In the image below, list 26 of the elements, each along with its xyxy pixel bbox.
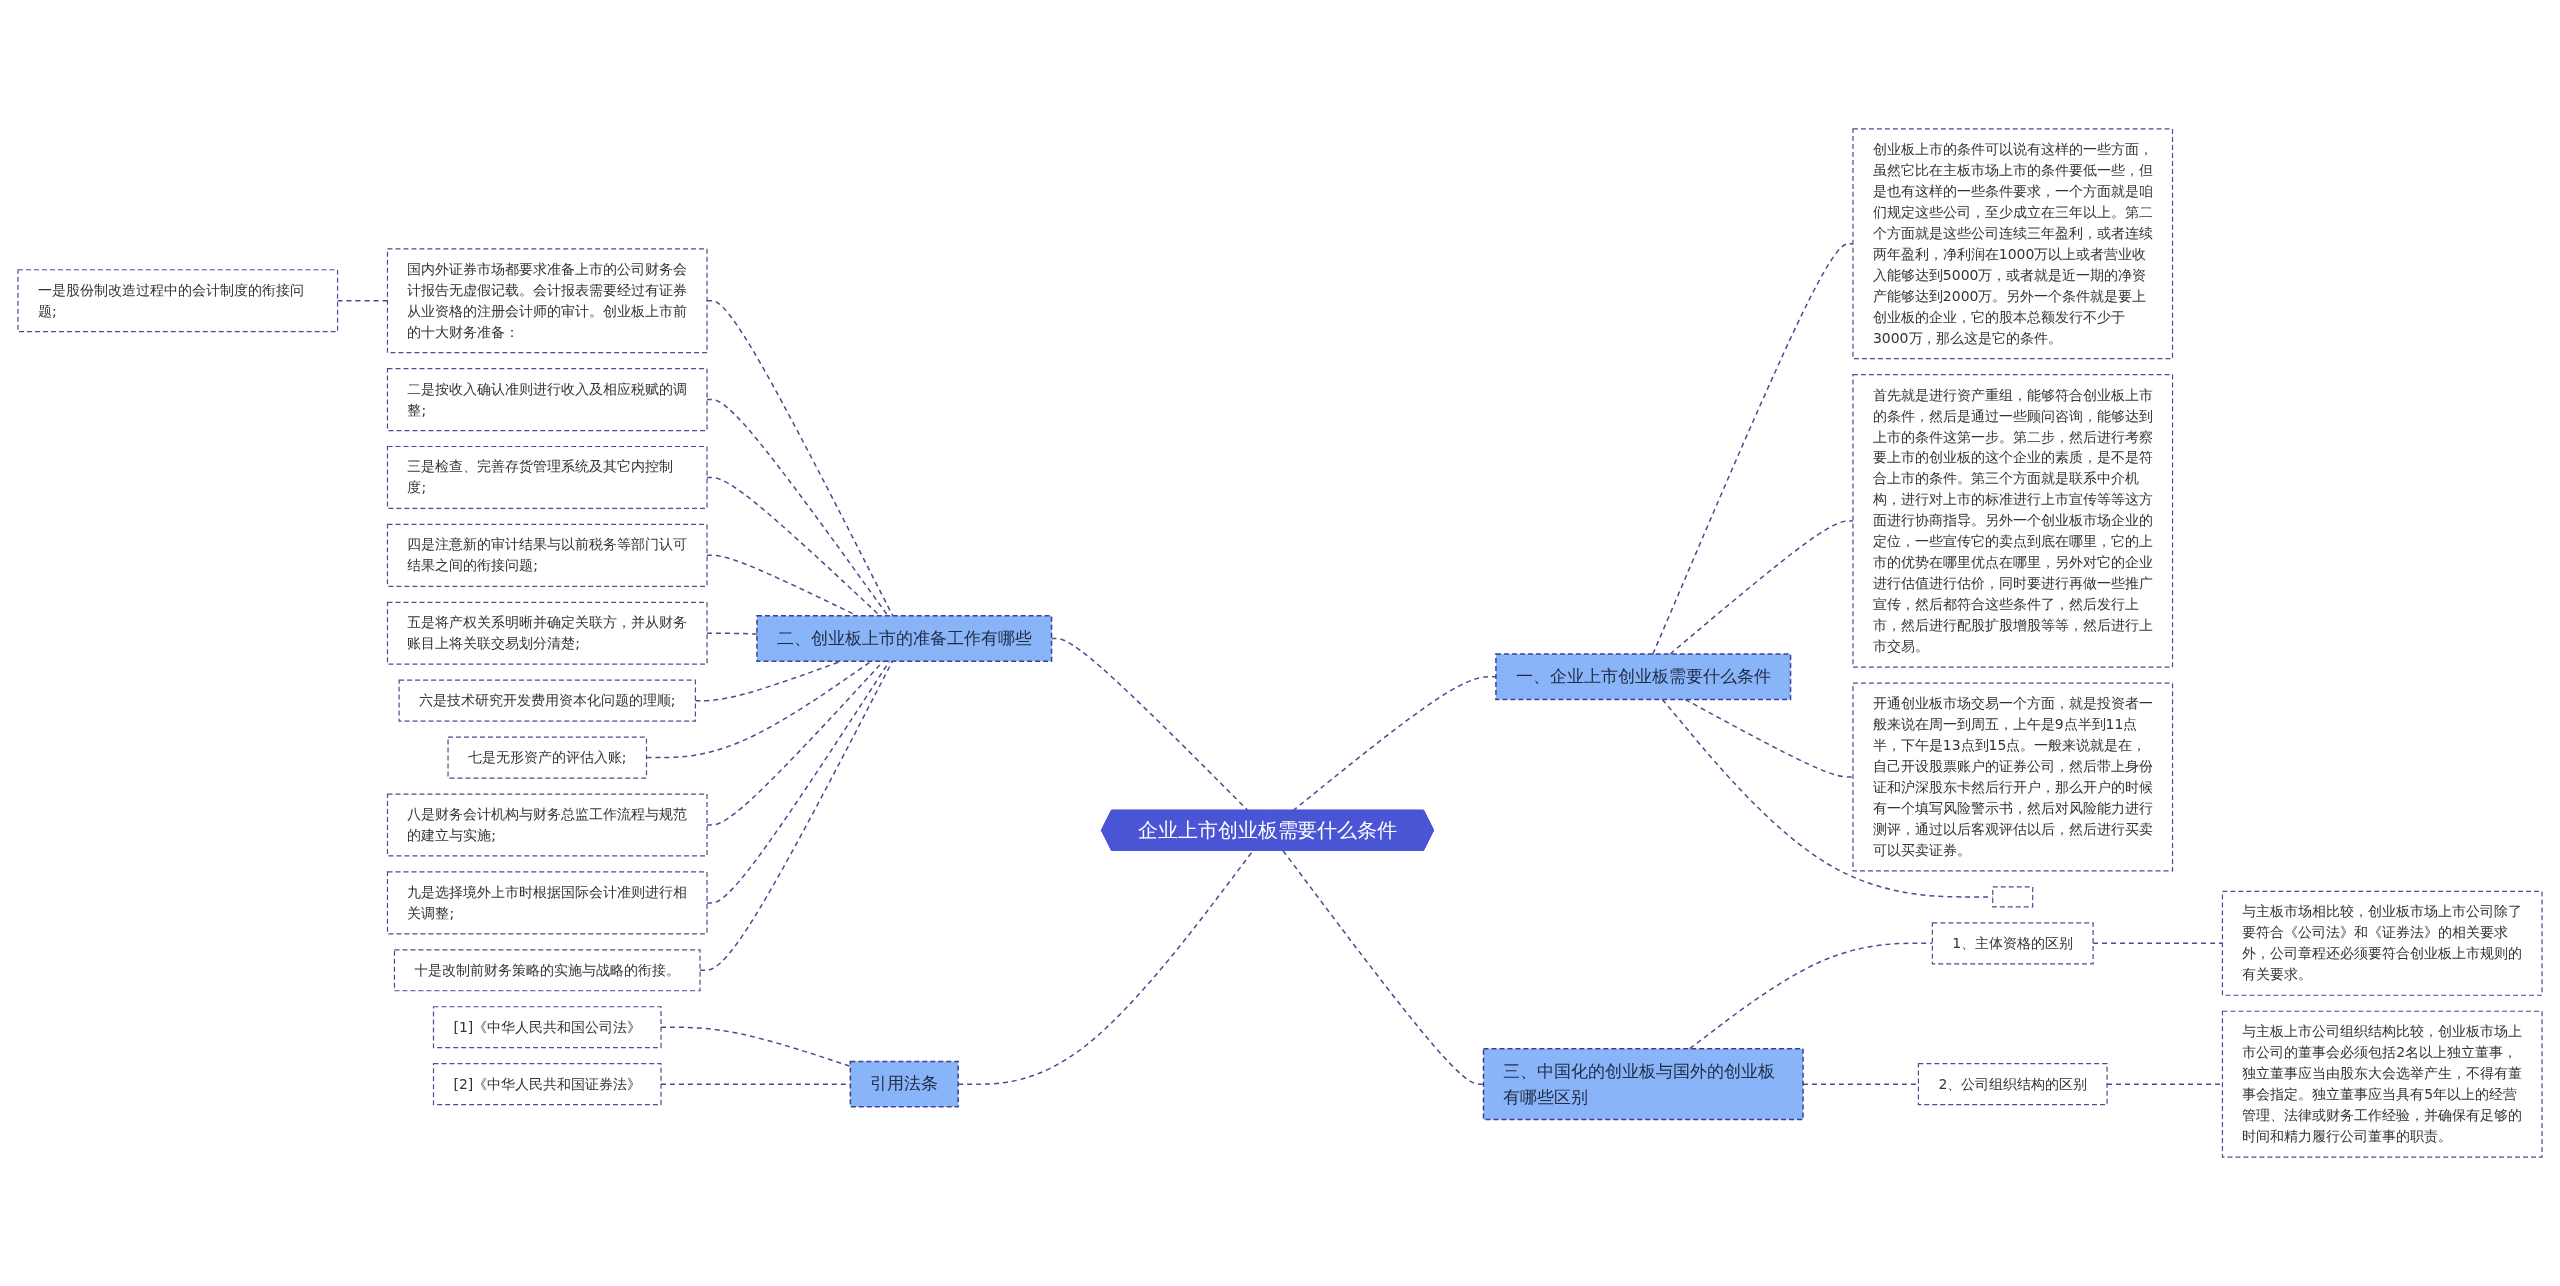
node-box: [2]《中华人民共和国证券法》 — [432, 1063, 662, 1106]
node-box: 六是技术研究开发费用资本化问题的理顺; — [398, 679, 696, 722]
node-box: 三、中国化的创业板与国外的创业板有哪些区别 — [1482, 1047, 1804, 1121]
connector — [1689, 942, 1934, 1050]
node-box: 二、创业板上市的准备工作有哪些 — [756, 615, 1053, 662]
node-box: 2、公司组织结构的区别 — [1917, 1063, 2108, 1106]
node-box: 四是注意新的审计结果与以前税务等部门认可结果之间的衔接问题; — [386, 523, 708, 587]
node-box: 一、企业上市创业板需要什么条件 — [1495, 653, 1792, 701]
node-box — [1992, 886, 2034, 908]
node-box: 创业板上市的条件可以说有这样的一些方面，虽然它比在主板市场上市的条件要低一些，但是也有这样的一些条件要求，一个方面就是咱们规定这些公司，至少成立在三年以上。第二个方面就是这些公司连续三年盈利，或者连续两年盈利，净利润在1000万以上或者营业收入能够达到5000万，或者就是近一期的净资产能够达到2000万。另外一个条件就是要上创业板的企业，它的股本总额发行不少于3000万，那么这是它的条件。 — [1852, 128, 2174, 360]
node-box: 引用法条 — [849, 1060, 959, 1108]
node-box: 八是财务会计机构与财务总监工作流程与规范的建立与实施; — [386, 793, 708, 857]
node-box: 十是改制前财务策略的实施与战略的衔接。 — [393, 949, 701, 992]
node-box: 七是无形资产的评估入账; — [447, 736, 648, 779]
node-box: [1]《中华人民共和国公司法》 — [432, 1006, 662, 1049]
node-box: 九是选择境外上市时根据国际会计准则进行相关调整; — [386, 871, 708, 935]
node-box: 二是按收入确认准则进行收入及相应税赋的调整; — [386, 368, 708, 432]
node-box: 1、主体资格的区别 — [1931, 922, 2094, 965]
node-box: 与主板市场相比较，创业板市场上市公司除了要符合《公司法》和《证券法》的相关要求外，公司章程还必须要符合创业板上市规则的有关要求。 — [2221, 890, 2543, 996]
node-box: 三是检查、完善存货管理系统及其它内控制度; — [386, 445, 708, 510]
node-box: 五是将产权关系明晰并确定关联方，并从财务账目上将关联交易划分清楚; — [386, 601, 708, 665]
node-box: 开通创业板市场交易一个方面，就是投资者一般来说在周一到周五，上午是9点半到11点半，下午是13点到15点。一般来说就是在，自己开设股票账户的证券公司，然后带上身份证和沪深股东卡然后行开户，那么开户的时候有一个填写风险警示书，然后对风险能力进行测评，通过以后客观评估以后，然后进行买卖可以买卖证券。 — [1852, 682, 2174, 872]
node-box: 一是股份制改造过程中的会计制度的衔接问题; — [17, 269, 339, 333]
node-box: 首先就是进行资产重组，能够符合创业板上市的条件，然后是通过一些顾问咨询，能够达到上市的条件这第一步。第二步，然后进行考察要上市的创业板的这个企业的素质，是不是符合上市的条件。第三个方面就是联系中介机构，进行对上市的标准进行上市宣传等等这方面进行协商指导。另外一个创业板市场企业的定位，一些宣传它的卖点到底在哪里，它的上市的优势在哪里优点在哪里，另外对它的企业进行估值进行估价，同时要进行再做一些推广宣传，然后都符合这些条件了，然后发行上市，然后进行配股扩股增股等等，然后进行上市交易。 — [1852, 374, 2174, 668]
node-box: 国内外证券市场都要求准备上市的公司财务会计报告无虚假记载。会计报表需要经过有证券从业资格的注册会计师的审计。创业板上市前的十大财务准备： — [386, 248, 708, 354]
node-box: 与主板上市公司组织结构比较，创业板市场上市公司的董事会必须包括2名以上独立董事，独立董事应当由股东大会选举产生，不得有董事会指定。独立董事应当具有5年以上的经营管理、法律或财务工作经验，并确保有足够的时间和精力履行公司董事的职责。 — [2221, 1010, 2543, 1158]
